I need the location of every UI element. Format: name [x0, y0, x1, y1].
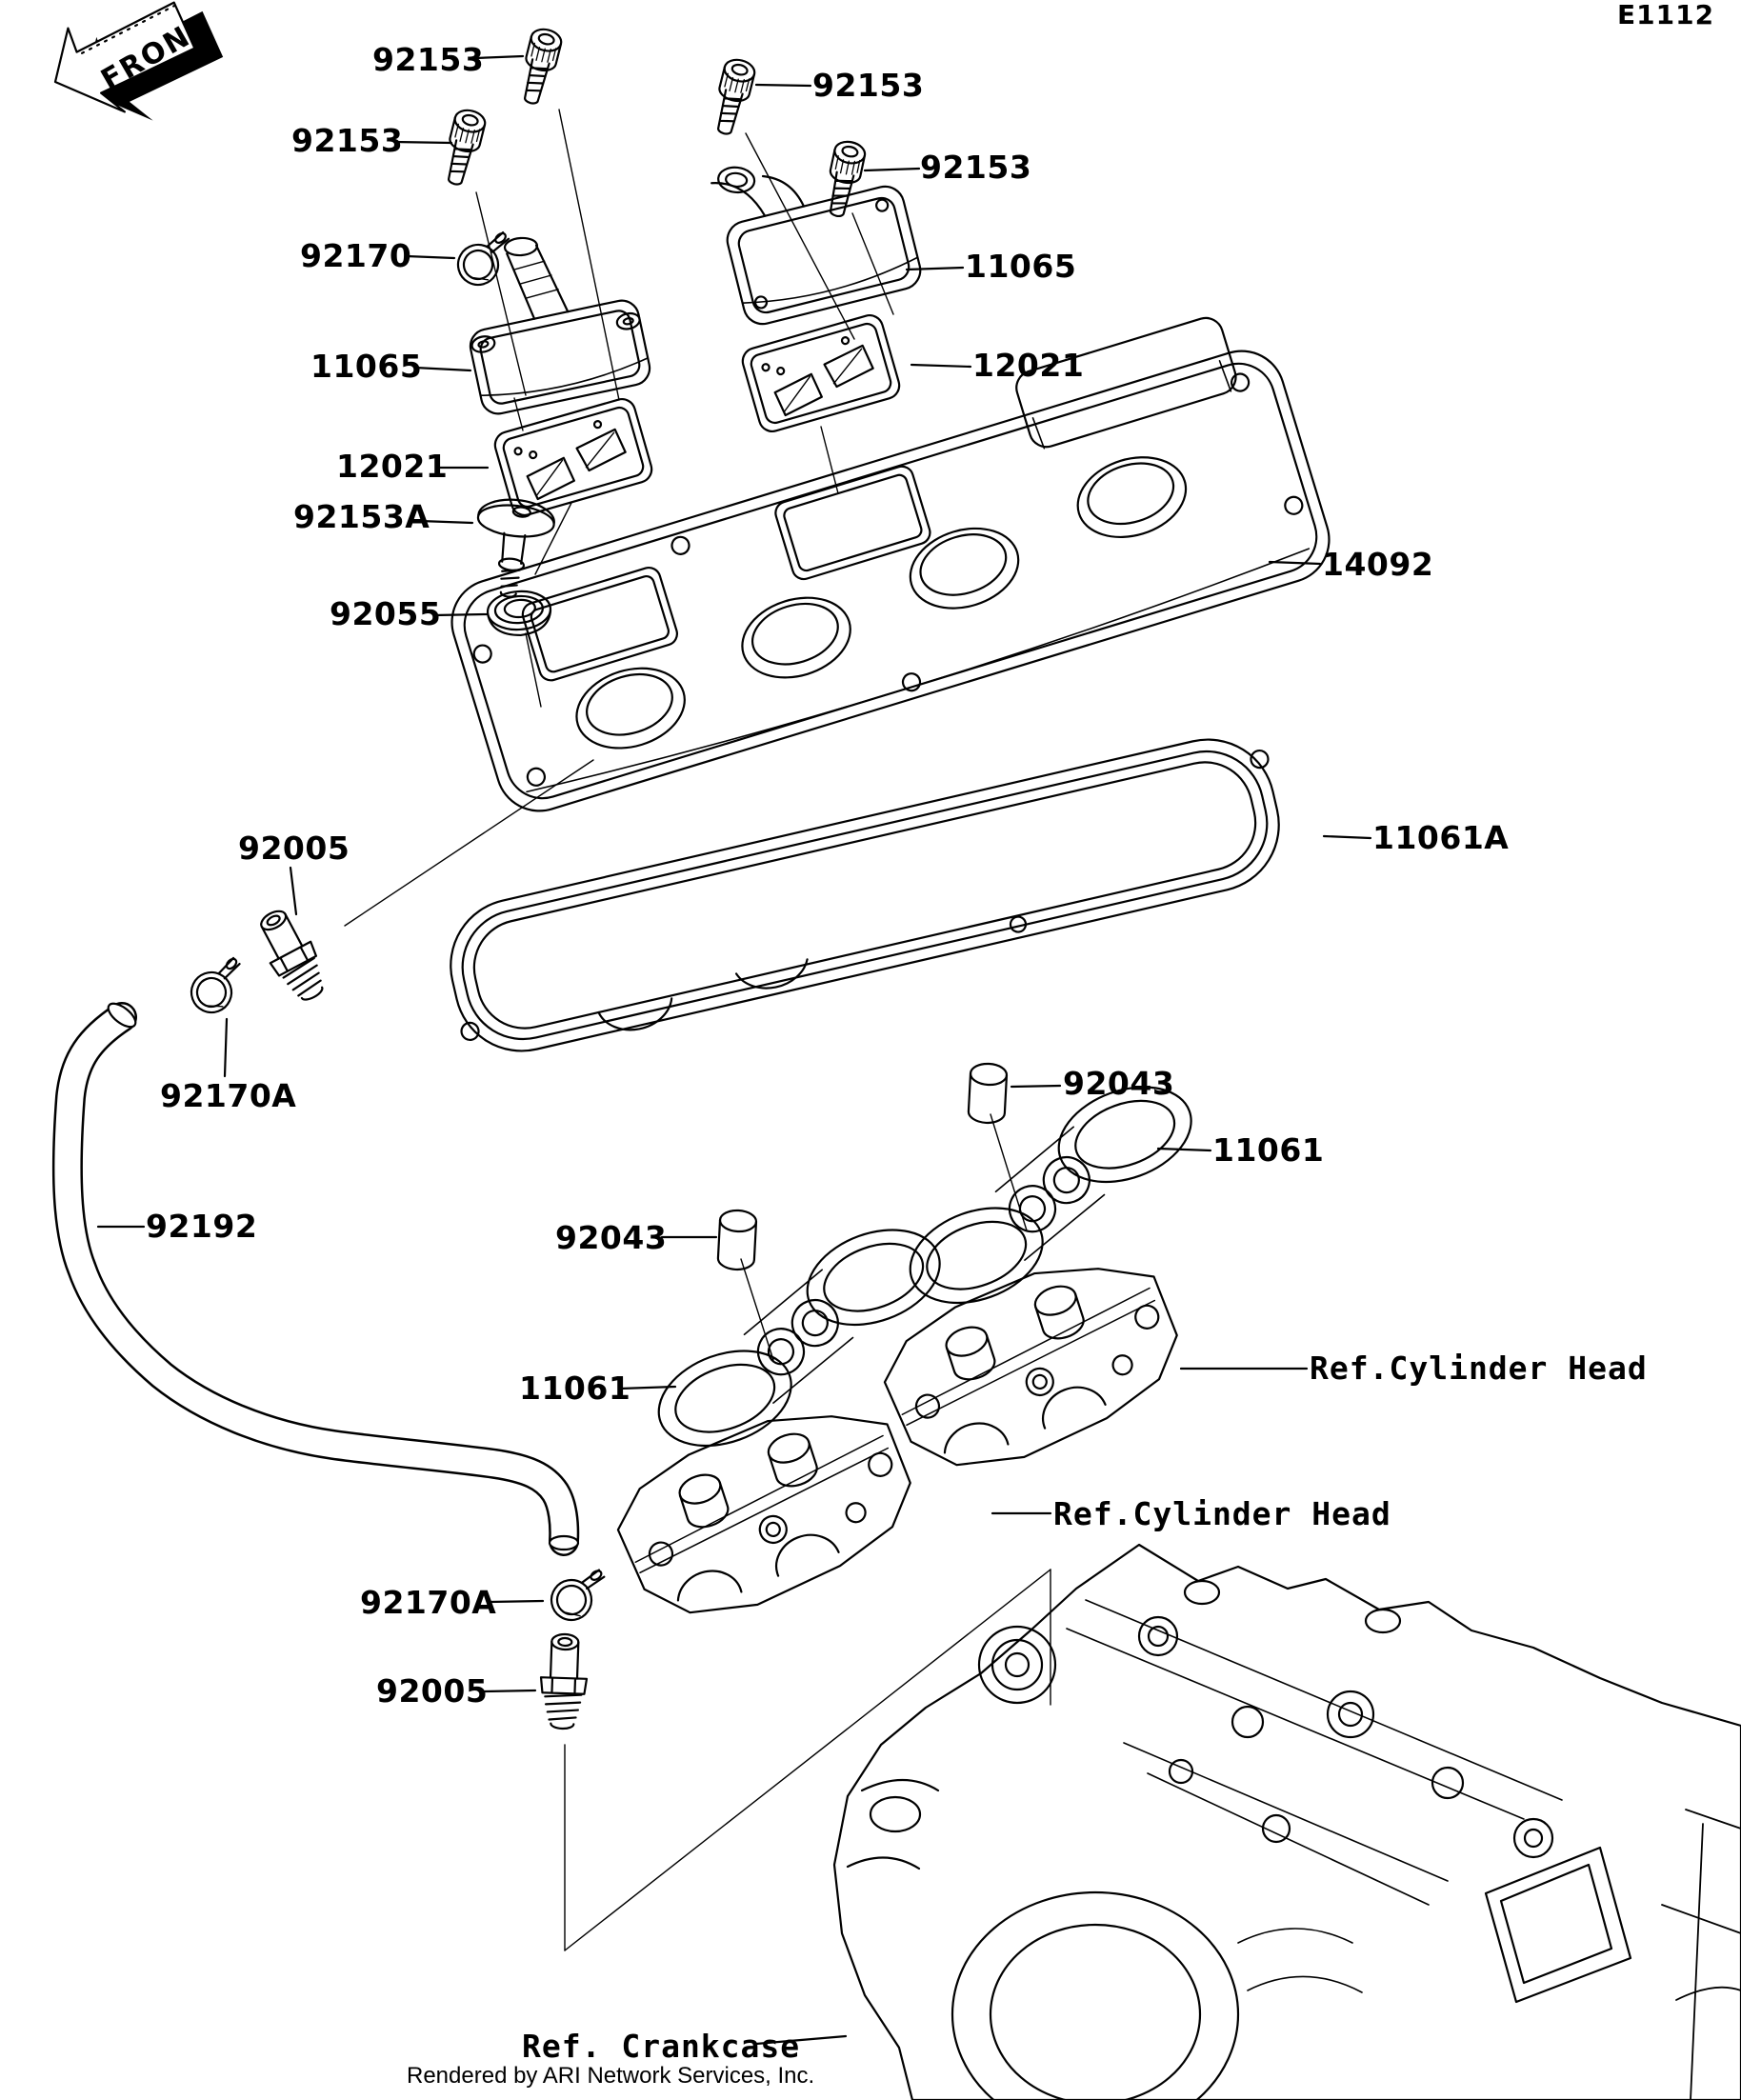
cylinder-head-cover-14092	[450, 316, 1331, 812]
ref-label-cylinder-head-2: Ref.Cylinder Head	[1053, 1495, 1391, 1532]
cylinder-head-ref-left	[616, 1415, 911, 1614]
part-label-92192: 92192	[146, 1208, 258, 1245]
part-label-14092: 14092	[1322, 546, 1434, 583]
part-label-11065-right: 11065	[965, 248, 1077, 285]
leader-lines	[96, 54, 1372, 2046]
cover-gasket-11061A	[450, 738, 1280, 1052]
clamp-92170A-1	[190, 956, 241, 1014]
part-label-12021-right: 12021	[972, 347, 1085, 384]
breather-hose-92192	[51, 1002, 580, 1556]
clamp-92170A-2	[550, 1569, 606, 1622]
part-label-92043-right: 92043	[1063, 1065, 1175, 1102]
part-label-92153-1: 92153	[372, 41, 485, 78]
breather-cover-11065-left	[469, 236, 651, 415]
reed-valve-plate-12021-left	[493, 398, 653, 516]
part-label-92170: 92170	[300, 237, 412, 274]
bolt-92153-1	[524, 28, 563, 105]
part-label-11065-left: 11065	[310, 348, 423, 385]
part-label-92153A: 92153A	[293, 498, 430, 535]
bolt-92153-2	[717, 58, 756, 135]
reed-valve-plate-12021-right	[741, 314, 901, 432]
diagram-code: E1112	[1617, 0, 1715, 30]
plug-gasket-11061-right	[909, 1086, 1192, 1305]
screw-92153A	[476, 498, 555, 598]
valve-92005-1	[260, 910, 324, 1001]
part-label-92170A-1: 92170A	[160, 1077, 297, 1114]
part-label-92055: 92055	[330, 595, 442, 632]
cylinder-head-ref-right	[883, 1268, 1178, 1467]
part-label-92043-left: 92043	[555, 1219, 668, 1256]
renderer-credit: Rendered by ARI Network Services, Inc.	[407, 2063, 815, 2089]
part-label-92005-1: 92005	[238, 830, 350, 867]
ref-label-cylinder-head-1: Ref.Cylinder Head	[1310, 1350, 1648, 1387]
part-label-92170A-2: 92170A	[360, 1584, 497, 1621]
pin-92043-left	[716, 1209, 758, 1271]
part-label-92153-4: 92153	[920, 149, 1032, 186]
pin-92043-right	[967, 1062, 1009, 1125]
ref-label-crankcase: Ref. Crankcase	[522, 2028, 801, 2065]
front-arrow-icon: FRONT	[53, 1, 224, 121]
part-label-92153-2: 92153	[812, 67, 925, 104]
bolt-92153-3	[448, 109, 487, 186]
part-label-12021-left: 12021	[336, 448, 449, 485]
part-label-11061-left: 11061	[519, 1370, 631, 1407]
part-label-11061A: 11061A	[1372, 819, 1510, 856]
grommet-92055	[486, 590, 552, 637]
plug-gasket-11061-left	[657, 1229, 941, 1448]
clamp-92170	[456, 230, 510, 287]
crankcase-ref	[832, 1543, 1741, 2100]
part-label-92005-2: 92005	[376, 1672, 489, 1710]
part-label-11061-right: 11061	[1212, 1131, 1325, 1169]
part-label-92153-3: 92153	[291, 122, 404, 159]
breather-cover-11065-right	[710, 166, 922, 326]
valve-92005-2	[539, 1632, 589, 1730]
